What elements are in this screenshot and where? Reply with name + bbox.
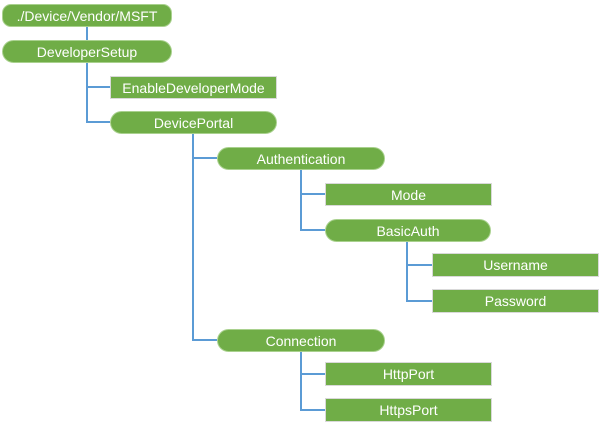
connector-to-httpsport <box>300 409 325 411</box>
node-username: Username <box>432 253 599 277</box>
node-http-port: HttpPort <box>325 362 492 386</box>
connector-authentication-trunk <box>300 170 302 231</box>
node-root: ./Device/Vendor/MSFT <box>2 4 172 27</box>
connector-developersetup-trunk <box>86 63 88 123</box>
node-developer-setup: DeveloperSetup <box>2 40 172 63</box>
node-connection: Connection <box>217 329 385 352</box>
node-authentication: Authentication <box>217 147 385 170</box>
connector-to-password <box>406 300 432 302</box>
connector-to-deviceportal <box>86 121 110 123</box>
connector-root-to-developersetup <box>86 27 88 40</box>
connector-connection-trunk <box>300 352 302 411</box>
node-https-port: HttpsPort <box>325 398 492 422</box>
node-enable-developer-mode: EnableDeveloperMode <box>110 76 277 99</box>
connector-basicauth-trunk <box>406 242 408 302</box>
node-device-portal: DevicePortal <box>110 111 277 134</box>
connector-to-connection <box>192 339 217 341</box>
node-password: Password <box>432 289 599 313</box>
connector-deviceportal-trunk <box>192 134 194 341</box>
connector-to-username <box>406 264 432 266</box>
connector-to-basicauth <box>300 229 325 231</box>
node-mode: Mode <box>325 183 492 206</box>
connector-to-authentication <box>192 157 217 159</box>
connector-to-httpport <box>300 373 325 375</box>
connector-to-mode <box>300 193 325 195</box>
node-basic-auth: BasicAuth <box>325 219 491 242</box>
connector-to-enabledevelopermode <box>86 86 110 88</box>
